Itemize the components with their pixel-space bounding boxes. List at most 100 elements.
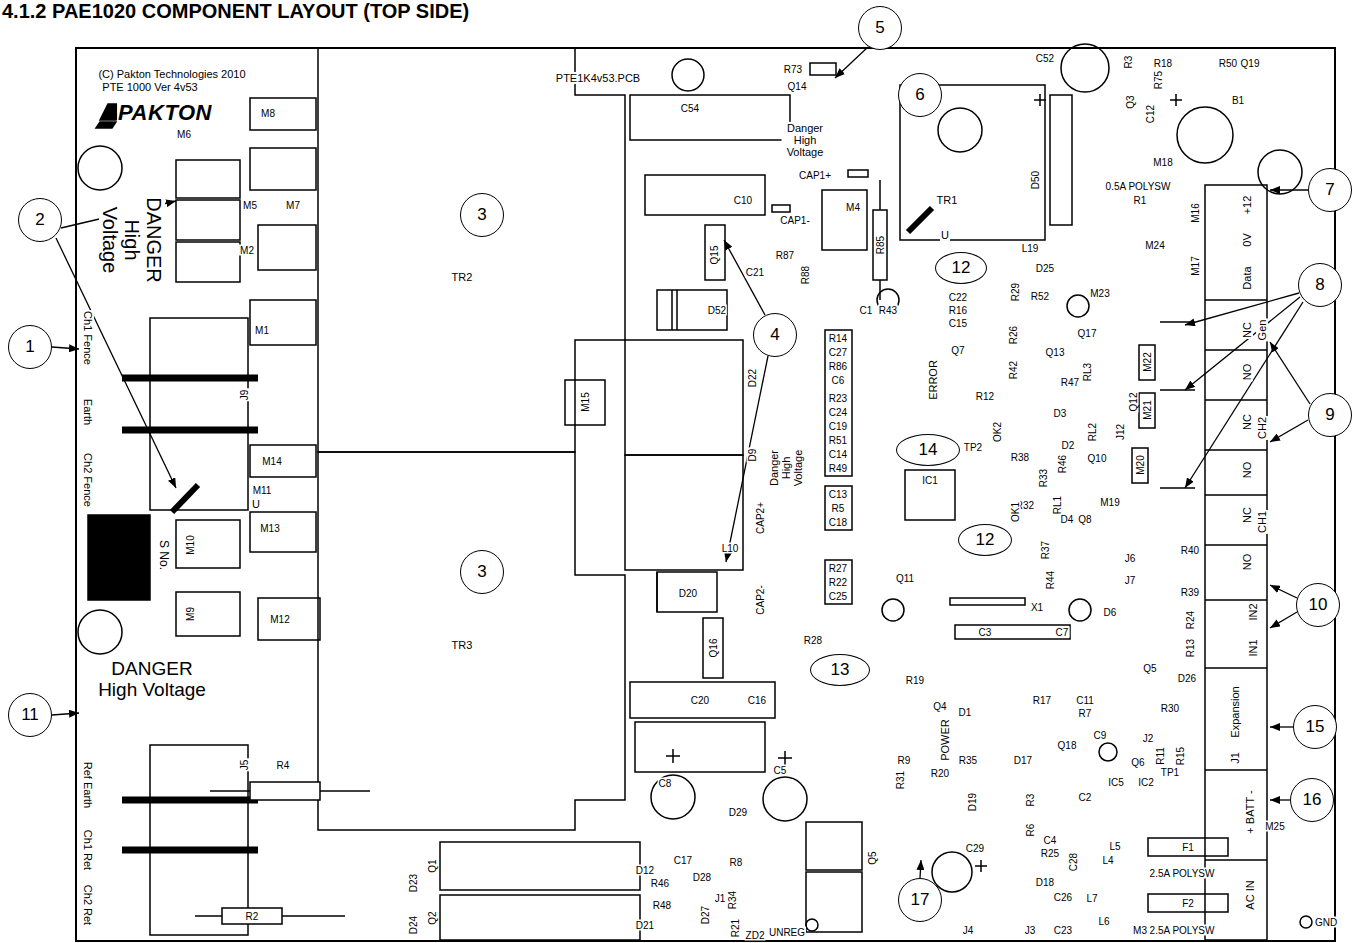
silkscreen-label: C26: [1053, 892, 1073, 903]
silkscreen-label: M9: [185, 606, 196, 622]
silkscreen-label: R13: [1185, 638, 1196, 658]
leader-line: [835, 47, 868, 78]
module-pad: [250, 445, 316, 477]
callout-text: 12: [976, 531, 995, 550]
silkscreen-label: NC: [1241, 321, 1253, 339]
silkscreen-label: R46: [1057, 454, 1068, 474]
silkscreen-label: R87: [775, 250, 795, 261]
callout-number: 7: [1308, 168, 1352, 212]
leader-line: [52, 347, 79, 349]
silkscreen-label: DANGER High Voltage: [92, 659, 212, 701]
callout-text: 3: [477, 206, 486, 225]
leader-line: [1270, 420, 1308, 442]
leader-line: [1270, 342, 1310, 404]
via-circle: [1067, 295, 1089, 317]
silkscreen-label: C5: [773, 765, 788, 776]
callout-text: 11: [21, 706, 39, 725]
silkscreen-label: 2.5A POLYSW: [1149, 925, 1216, 936]
capacitor-outline: [763, 777, 807, 821]
silkscreen-label: NO: [1241, 461, 1253, 480]
silkscreen-label: M5: [242, 200, 258, 211]
module-pad: [1132, 448, 1148, 483]
diode-band: [657, 290, 677, 612]
leader-line: [1270, 799, 1290, 800]
test-pad: [772, 205, 790, 212]
silkscreen-label: R30: [1160, 703, 1180, 714]
fuse-outline: [1148, 838, 1228, 856]
silkscreen-label: Ch1 Fence: [82, 310, 94, 366]
component-row: [825, 486, 852, 530]
silkscreen-label: R17: [1032, 695, 1052, 706]
silkscreen-label: Gen: [1256, 319, 1268, 342]
leader-line: [726, 356, 768, 562]
silkscreen-label: J2: [1142, 733, 1155, 744]
silkscreen-label: Q12: [1128, 392, 1139, 413]
serial-number-block: [88, 515, 150, 600]
silkscreen-label: R43: [878, 305, 898, 316]
callout-number: 1: [8, 325, 52, 369]
silkscreen-label: Expansion: [1229, 685, 1241, 738]
silkscreen-label: M7: [285, 200, 301, 211]
callout-text: 5: [875, 19, 884, 38]
silkscreen-label: Q13: [1045, 347, 1066, 358]
leader-line: [52, 713, 79, 715]
silkscreen-label: R75: [1153, 70, 1164, 90]
silkscreen-label: R8: [729, 857, 744, 868]
silkscreen-label: R35: [958, 755, 978, 766]
resistor-symbol: [222, 908, 282, 924]
silkscreen-label: D24: [408, 915, 419, 935]
callout-number: 12: [958, 524, 1012, 556]
silkscreen-label: Q19: [1240, 58, 1261, 69]
component-row: [825, 330, 852, 476]
silkscreen-label: M23: [1089, 288, 1110, 299]
silkscreen-label: (C) Pakton Technologies 2010: [97, 68, 246, 80]
silkscreen-label: C25: [828, 591, 848, 602]
link-bar: [172, 485, 198, 512]
transformer-hole: [938, 108, 982, 152]
silkscreen-label: D23: [408, 873, 419, 893]
silkscreen-label: C10: [733, 195, 753, 206]
transformer-outline: [318, 48, 625, 452]
capacitor-outline: [1099, 743, 1117, 761]
resistor-symbol: [810, 63, 836, 75]
module-pad: [176, 200, 240, 240]
silkscreen-label: C7: [1055, 627, 1070, 638]
silkscreen-label: M11: [252, 485, 273, 496]
callout-text: 8: [1315, 276, 1324, 295]
silkscreen-label: R85: [875, 235, 886, 255]
silkscreen-label: TR2: [451, 271, 474, 283]
silkscreen-label: CAP1-: [779, 215, 810, 226]
silkscreen-label: M19: [1099, 497, 1120, 508]
callout-number: 3: [460, 550, 504, 594]
callout-text: 1: [25, 338, 34, 357]
silkscreen-label: M15: [580, 391, 591, 412]
module-pad: [176, 160, 240, 198]
silkscreen-label: M1: [254, 325, 270, 336]
callout-number: 13: [810, 654, 870, 686]
module-pad: [258, 225, 316, 270]
terminal-block: [150, 745, 248, 935]
silkscreen-label: C15: [948, 318, 968, 329]
silkscreen-label: ERROR: [927, 359, 939, 401]
silkscreen-label: R50: [1218, 58, 1238, 69]
silkscreen-label: M17: [1190, 255, 1201, 276]
silkscreen-label: Danger High Voltage: [782, 122, 829, 158]
silkscreen-label: R27: [828, 563, 848, 574]
silkscreen-label: R26: [1008, 325, 1019, 345]
silkscreen-label: M14: [261, 456, 282, 467]
silkscreen-label: C9: [1093, 730, 1108, 741]
resistor-symbol: [250, 782, 320, 800]
silkscreen-label: R86: [828, 361, 848, 372]
silkscreen-label: NC: [1241, 506, 1253, 524]
silkscreen-label: B1: [1231, 95, 1245, 106]
silkscreen-label: RL2: [1087, 422, 1098, 442]
silkscreen-label: C12: [1145, 104, 1156, 124]
silkscreen-label: C28: [1068, 852, 1079, 872]
silkscreen-label: Q5: [867, 850, 878, 865]
silkscreen-label: M22: [1142, 351, 1153, 372]
silkscreen-label: C14: [828, 449, 848, 460]
leader-line: [1185, 297, 1300, 390]
silkscreen-label: M4: [845, 202, 861, 213]
silkscreen-label: R19: [905, 675, 925, 686]
